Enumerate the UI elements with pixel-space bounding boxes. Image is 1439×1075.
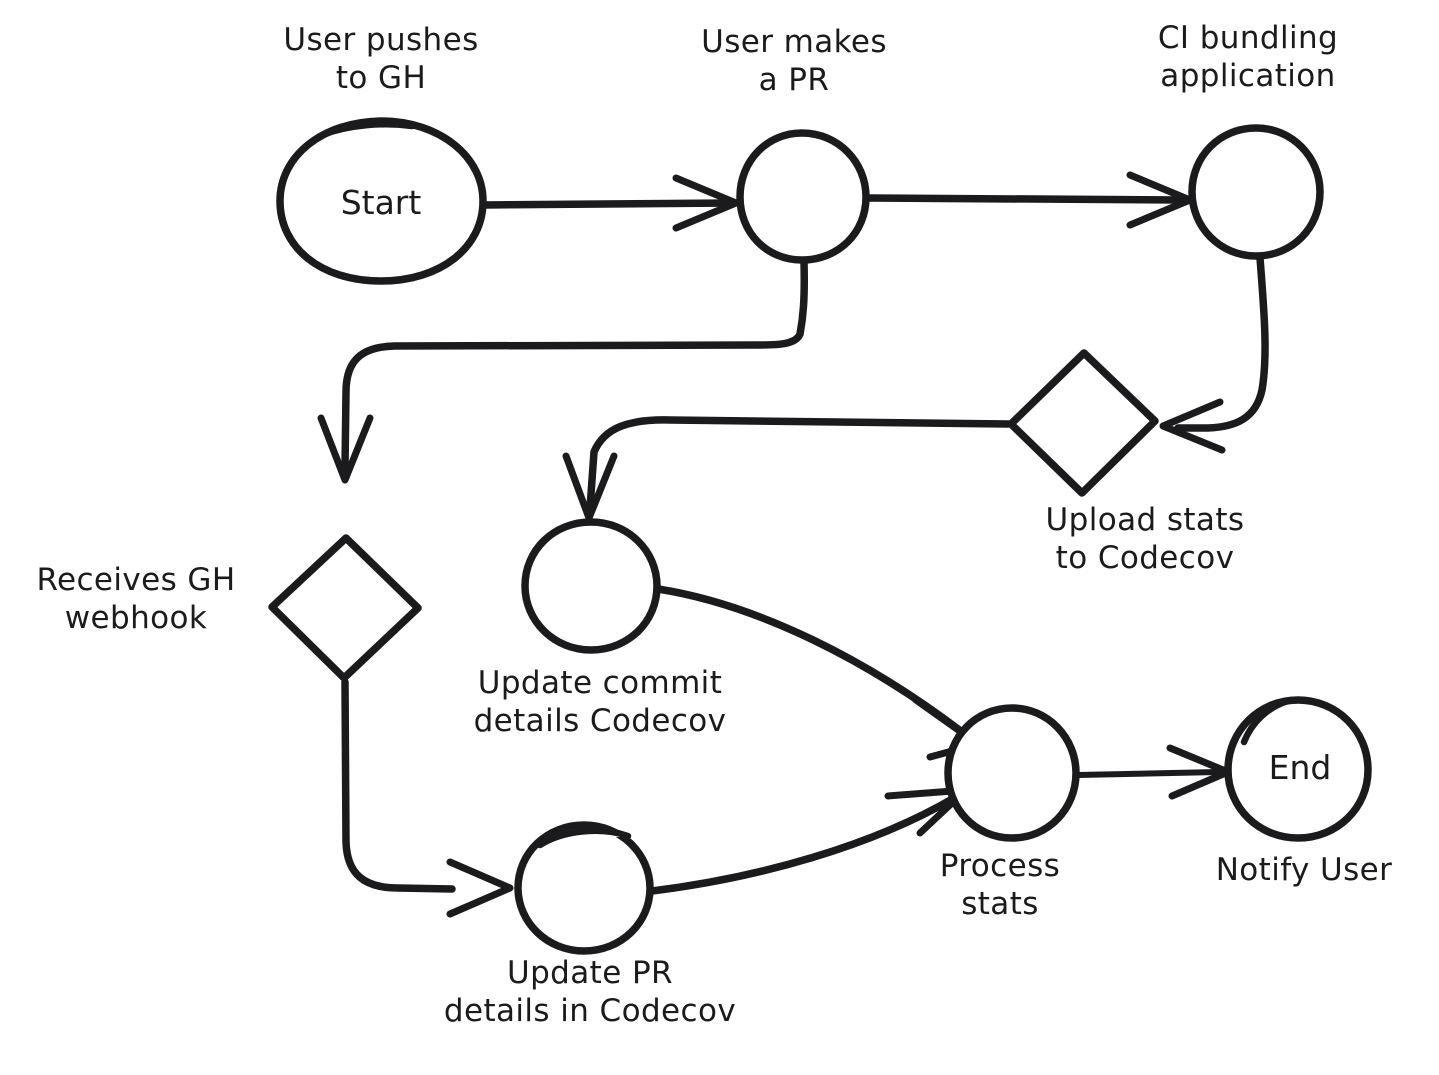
node-update-pr-details[interactable] — [514, 821, 654, 955]
edge-webhook-to-update-pr — [341, 678, 514, 918]
edge-pr-to-webhook — [317, 258, 808, 484]
node-receives-webhook[interactable] — [268, 534, 422, 682]
node-upload-stats[interactable] — [1007, 349, 1159, 497]
edge-update-pr-to-process-stats — [648, 786, 970, 895]
edge-pr-to-ci — [864, 171, 1194, 229]
node-update-commit-details[interactable] — [521, 518, 661, 654]
node-ci-bundling[interactable] — [1188, 124, 1324, 260]
edge-process-stats-to-end — [1075, 744, 1232, 800]
edge-upload-to-update-commit — [562, 416, 1012, 522]
node-process-stats[interactable] — [944, 704, 1080, 842]
node-layer — [268, 117, 1372, 955]
edge-layer — [317, 171, 1269, 918]
node-start[interactable] — [276, 117, 487, 285]
edge-start-to-pr — [480, 174, 740, 232]
edge-update-commit-to-process-stats — [654, 585, 982, 761]
node-end[interactable] — [1224, 696, 1372, 842]
label-start-inner: Start — [340, 182, 422, 222]
edge-ci-to-upload — [1159, 254, 1269, 454]
label-end-inner: End — [1268, 747, 1332, 787]
node-user-makes-pr[interactable] — [736, 129, 870, 264]
